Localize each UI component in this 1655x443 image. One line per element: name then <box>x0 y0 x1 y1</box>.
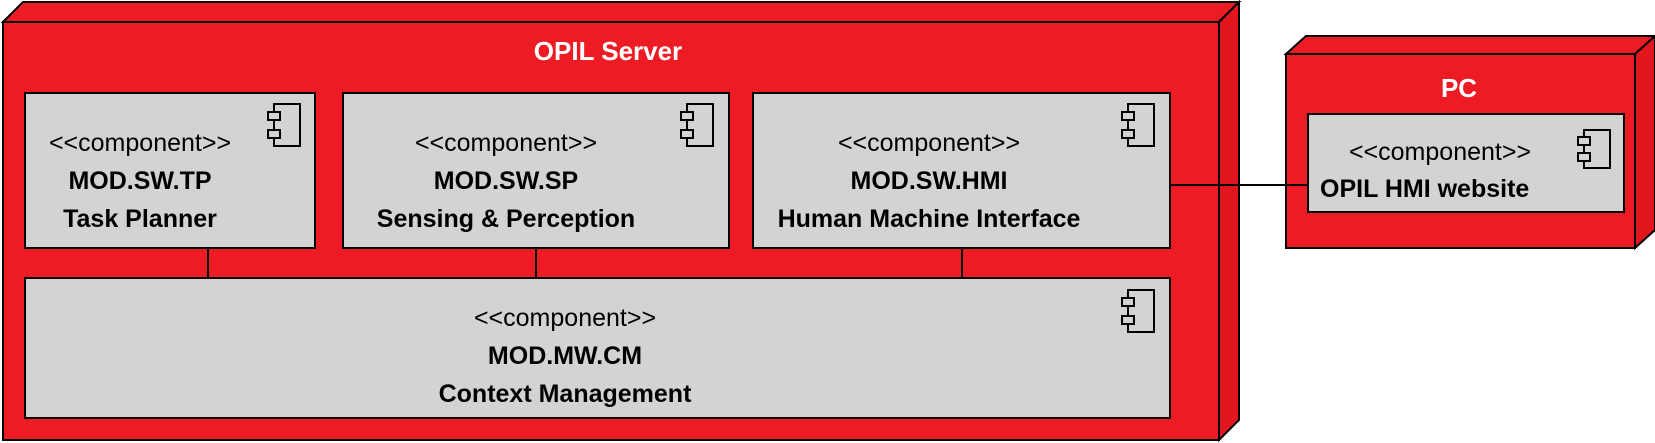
component-human-machine-interface[interactable]: <<component>> MOD.SW.HMI Human Machine I… <box>752 92 1171 249</box>
component-name: MOD.SW.SP <box>434 167 578 195</box>
component-box <box>24 92 316 249</box>
connectors <box>207 184 1308 278</box>
component-name: OPIL HMI website <box>1320 175 1529 203</box>
component-opil-hmi-website[interactable]: <<component>> OPIL HMI website <box>1307 113 1625 213</box>
component-icon <box>680 103 714 147</box>
component-box <box>752 92 1171 249</box>
component-name: MOD.MW.CM <box>488 342 642 370</box>
node-top-face <box>1283 35 1655 55</box>
component-task-planner[interactable]: <<component>> MOD.SW.TP Task Planner <box>24 92 316 249</box>
component-box <box>1307 113 1625 213</box>
component-name: MOD.SW.TP <box>68 167 211 195</box>
component-sensing-perception[interactable]: <<component>> MOD.SW.SP Sensing & Percep… <box>342 92 730 249</box>
node-title: OPIL Server <box>534 36 682 66</box>
component-description: Human Machine Interface <box>778 205 1081 233</box>
component-stereotype: <<component>> <box>49 129 231 157</box>
component-icon <box>1577 129 1611 169</box>
component-description: Context Management <box>439 380 692 408</box>
node-top-face <box>0 1 1242 23</box>
component-description: Sensing & Perception <box>377 205 635 233</box>
component-icon <box>1121 289 1155 333</box>
component-name: MOD.SW.HMI <box>851 167 1008 195</box>
node-title: PC <box>1441 73 1477 103</box>
component-context-management[interactable]: <<component>> MOD.MW.CM Context Manageme… <box>24 277 1171 419</box>
component-stereotype: <<component>> <box>474 304 656 332</box>
component-stereotype: <<component>> <box>415 129 597 157</box>
node-side-face <box>1634 34 1655 251</box>
component-box <box>342 92 730 249</box>
component-stereotype: <<component>> <box>838 129 1020 157</box>
component-stereotype: <<component>> <box>1349 138 1531 166</box>
component-box <box>24 277 1171 419</box>
component-icon <box>1121 103 1155 147</box>
component-description: Task Planner <box>63 205 217 233</box>
component-icon <box>267 103 301 147</box>
node-side-face <box>1218 0 1240 443</box>
